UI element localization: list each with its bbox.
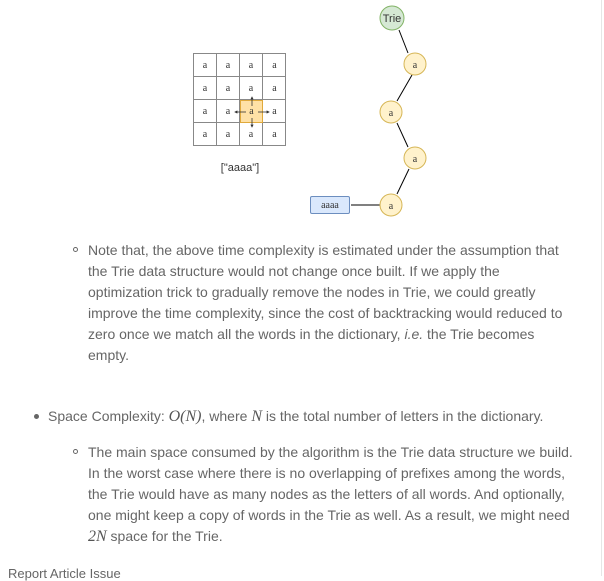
grid-cell: a — [194, 54, 217, 77]
grid-cell: a — [194, 77, 217, 100]
trie-node — [379, 100, 403, 124]
space-prefix: Space Complexity: — [48, 408, 169, 424]
space-mid: , where — [201, 408, 252, 424]
trie-edge — [398, 29, 409, 54]
page-edge-rule — [601, 0, 602, 576]
grid-cell: a — [217, 54, 240, 77]
bullet-disc — [34, 414, 39, 419]
grid-cell: a — [240, 77, 263, 100]
grid-cell: a — [272, 129, 277, 140]
grid-cell: a — [240, 54, 263, 77]
space-suffix: is the total number of letters in the di… — [261, 408, 544, 424]
trie-root-node — [379, 5, 405, 31]
grid-cell: a — [263, 77, 286, 100]
trie-node-label: a — [389, 201, 394, 212]
trie-node — [379, 193, 403, 217]
trie-node — [403, 146, 427, 170]
trie-node — [403, 52, 427, 76]
time-note-paragraph: Note that, the above time complexity is … — [88, 240, 578, 366]
bullet-circle — [73, 449, 78, 454]
space-complexity-line: Space Complexity: O(N), where N is the t… — [48, 406, 588, 427]
trie-node-label: a — [413, 154, 418, 165]
trie-node-label: a — [413, 60, 418, 71]
trie-edge — [396, 74, 413, 102]
grid-cell: a — [263, 100, 286, 123]
grid-cell: a — [194, 100, 217, 123]
grid-cell: a — [263, 54, 286, 77]
grid-cell: a — [217, 123, 240, 146]
report-article-issue-link[interactable]: Report Article Issue — [8, 566, 121, 581]
trie-edge — [396, 168, 410, 195]
trie-edge — [396, 122, 409, 148]
grid-cell: a — [194, 123, 217, 146]
grid-cell: a — [217, 100, 240, 123]
trie-node-label: a — [389, 108, 394, 119]
space-detail-paragraph: The main space consumed by the algorithm… — [88, 442, 578, 547]
note-text: Note that, the above time complexity is … — [88, 242, 563, 342]
bullet-circle — [73, 247, 78, 252]
letter-grid: a a a a a a a a a a a a a a a a — [193, 53, 286, 146]
space-math-big-o: O(N) — [168, 408, 202, 425]
space-detail-text-end: space for the Trie. — [106, 528, 223, 544]
grid-cell: a — [240, 123, 263, 146]
note-text-end: the Trie becomes empty. — [88, 326, 535, 363]
space-detail-text: The main space consumed by the algorithm… — [88, 444, 573, 523]
grid-caption: ["aaaa"] — [220, 162, 260, 174]
trie-root-label: Trie — [383, 13, 402, 25]
word-box: aaaa — [310, 196, 350, 214]
grid-cell: a — [217, 77, 240, 100]
note-emphasis: i.e. — [404, 326, 424, 342]
trie-diagram: Trie a a a a — [234, 5, 427, 217]
grid-cell-highlighted: a — [240, 100, 263, 123]
space-math-n: N — [251, 408, 262, 425]
space-detail-math: 2N — [88, 528, 107, 545]
